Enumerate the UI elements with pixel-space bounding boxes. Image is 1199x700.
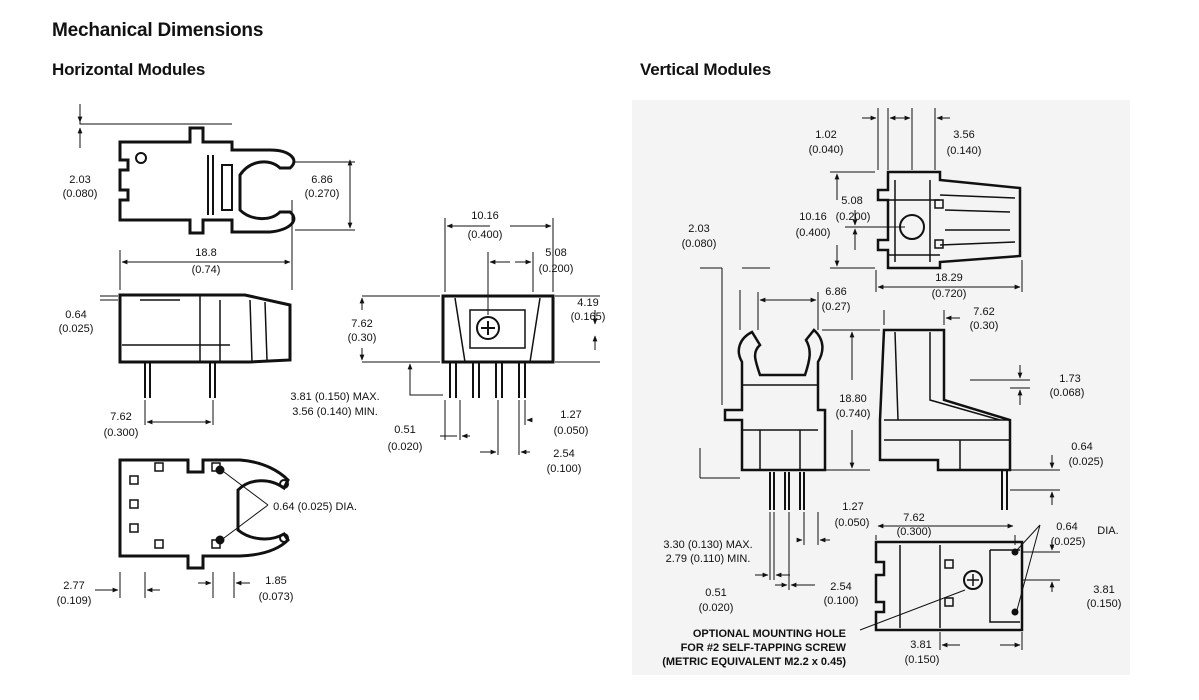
dim-label: 1.02	[815, 129, 836, 141]
dim-label: (0.200)	[836, 211, 871, 223]
dim-label: 7.62	[110, 411, 131, 423]
dim-label: 0.51	[394, 424, 415, 436]
note-line: OPTIONAL MOUNTING HOLE	[693, 628, 846, 640]
dim-label: 2.03	[69, 174, 90, 186]
dim-label: 6.86	[825, 286, 846, 298]
dim-label: 3.81	[1093, 584, 1114, 596]
horizontal-top-view	[118, 126, 296, 235]
dim-label: 7.62	[973, 306, 994, 318]
note-line: (METRIC EQUIVALENT M2.2 x 0.45)	[662, 656, 846, 668]
dim-label: (0.068)	[1050, 387, 1085, 399]
dim-label: (0.150)	[905, 654, 940, 666]
dim-label: (0.080)	[682, 238, 717, 250]
dim-label: (0.400)	[796, 227, 831, 239]
dim-label: 5.08	[545, 247, 566, 259]
horizontal-end-view	[441, 294, 555, 398]
dim-label: 1.27	[560, 409, 581, 421]
dim-label: (0.270)	[305, 188, 340, 200]
dim-label: (0.400)	[468, 229, 503, 241]
dim-label: (0.720)	[932, 288, 967, 300]
dim-label: 2.54	[830, 581, 851, 593]
dim-label: 6.86	[311, 174, 332, 186]
dim-label: 0.64	[1056, 521, 1077, 533]
dim-label: (0.073)	[259, 591, 294, 603]
horizontal-dimension-labels: 2.03 (0.080) 6.86 (0.270) 18.8 (0.74) 0.…	[57, 174, 606, 607]
dim-label: (0.300)	[897, 526, 932, 538]
dim-label: 3.81 (0.150) MAX.	[290, 391, 379, 403]
dim-label: (0.30)	[348, 332, 377, 344]
dim-label: (0.040)	[809, 144, 844, 156]
dim-label: (0.100)	[824, 595, 859, 607]
dim-label: 4.19	[577, 297, 598, 309]
dim-label: (0.020)	[388, 441, 423, 453]
vertical-dimension-labels: 1.02 (0.040) 3.56 (0.140) 5.08 (0.200) 1…	[663, 129, 1121, 666]
dim-label: (0.140)	[947, 145, 982, 157]
dim-label: 7.62	[351, 318, 372, 330]
dim-label: (0.050)	[835, 517, 870, 529]
dim-label: 1.27	[842, 501, 863, 513]
dim-label: DIA.	[1097, 525, 1118, 537]
dim-label: 5.08	[841, 195, 862, 207]
dim-label: (0.025)	[1051, 536, 1086, 548]
horizontal-side-view	[118, 293, 292, 398]
dim-label: (0.025)	[59, 323, 94, 335]
dim-label: 3.56 (0.140) MIN.	[292, 406, 378, 418]
vertical-side-view	[878, 328, 1012, 510]
dim-label: 1.73	[1059, 373, 1080, 385]
vertical-bottom-view	[874, 540, 1024, 632]
dim-label: 3.81	[910, 639, 931, 651]
page-title: Mechanical Dimensions	[52, 20, 264, 41]
dim-label: 7.62	[903, 512, 924, 524]
horizontal-bottom-view	[118, 458, 290, 570]
mounting-hole-note: OPTIONAL MOUNTING HOLE FOR #2 SELF-TAPPI…	[662, 628, 846, 668]
dim-label: 18.29	[935, 272, 963, 284]
dim-label: (0.165)	[571, 311, 606, 323]
dim-label: 2.77	[63, 580, 84, 592]
dim-label: 10.16	[471, 210, 499, 222]
dim-label: (0.27)	[822, 301, 851, 313]
vertical-dimension-lines	[699, 108, 1060, 650]
dim-label: (0.150)	[1087, 598, 1122, 610]
dim-label: 10.16	[799, 211, 827, 223]
dim-label: (0.080)	[63, 188, 98, 200]
dim-label: (0.020)	[699, 602, 734, 614]
dim-label: 3.56	[953, 129, 974, 141]
dim-label: 0.51	[705, 587, 726, 599]
dim-label: (0.100)	[547, 463, 582, 475]
dim-label: 0.64 (0.025) DIA.	[273, 501, 357, 513]
dim-label: 1.85	[265, 575, 286, 587]
dim-label: 2.03	[688, 223, 709, 235]
dim-label: (0.025)	[1069, 456, 1104, 468]
vertical-top-view	[876, 170, 1022, 270]
dim-label: (0.30)	[970, 320, 999, 332]
dim-label: 18.8	[195, 247, 216, 259]
dim-label: 3.30 (0.130) MAX.	[663, 539, 752, 551]
vertical-modules-heading: Vertical Modules	[640, 60, 771, 79]
dim-label: 18.80	[839, 393, 867, 405]
dim-label: 2.79 (0.110) MIN.	[666, 553, 751, 565]
dim-label: (0.300)	[104, 427, 139, 439]
dim-label: 0.64	[65, 309, 86, 321]
vertical-front-view	[723, 328, 827, 510]
dim-label: (0.74)	[192, 264, 221, 276]
dim-label: (0.740)	[836, 408, 871, 420]
dim-label: (0.050)	[554, 425, 589, 437]
dim-label: (0.200)	[539, 263, 574, 275]
horizontal-dimension-lines	[77, 104, 600, 598]
dim-label: 0.64	[1071, 441, 1092, 453]
dim-label: (0.109)	[57, 595, 92, 607]
dim-label: 2.54	[553, 448, 574, 460]
note-line: FOR #2 SELF-TAPPING SCREW	[681, 642, 847, 654]
horizontal-modules-heading: Horizontal Modules	[52, 60, 206, 79]
